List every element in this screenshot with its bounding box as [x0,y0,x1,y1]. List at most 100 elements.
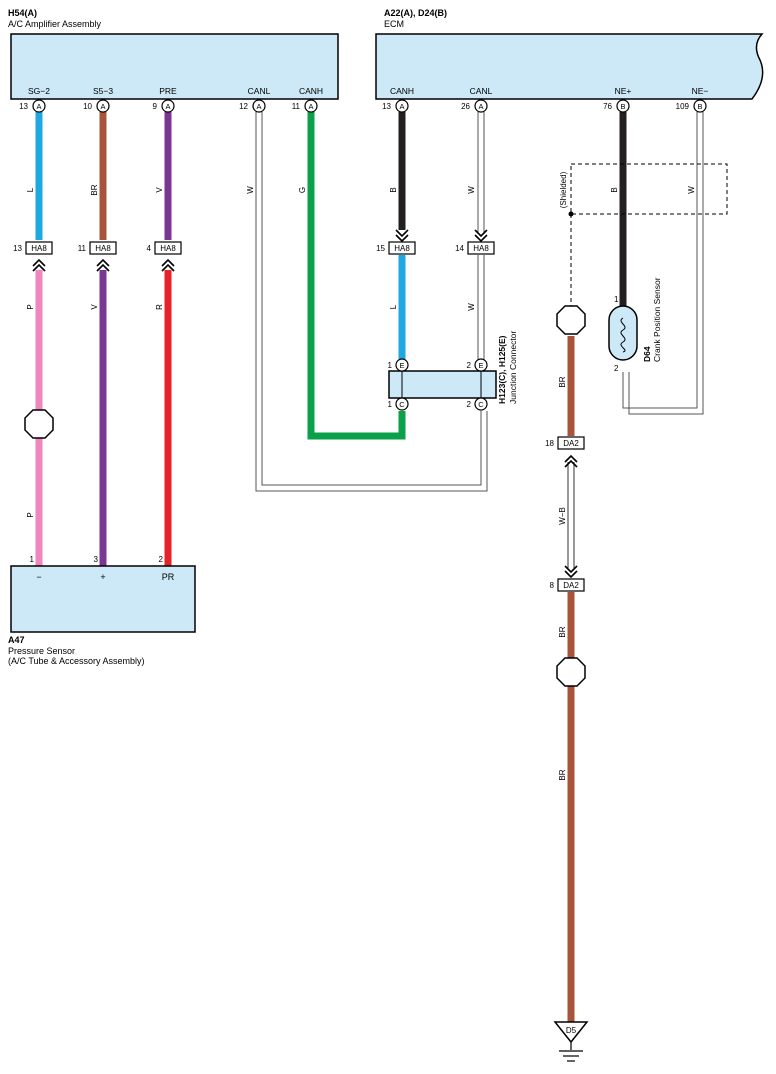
connector-ha8: HA8 14 [455,241,495,255]
svg-text:HA8: HA8 [394,244,410,253]
splice-icon [24,409,54,439]
amp-term-label: SG−2 [28,86,50,96]
amp-term-label: S5−3 [93,86,113,96]
amp-term-label: CANL [248,86,271,96]
wire-label: V [155,187,164,193]
svg-text:13: 13 [13,244,22,253]
ecm-term-label: CANL [470,86,493,96]
connector-arrow-icon [564,565,578,579]
svg-text:B: B [697,102,702,111]
wire-ecm-canl [477,112,485,360]
ecm-term-label: NE− [692,86,709,96]
svg-text:A: A [165,102,170,111]
svg-text:1: 1 [614,295,619,304]
crank-code: D64 [642,346,652,362]
svg-text:2: 2 [467,400,472,409]
svg-text:1: 1 [30,555,35,564]
ecm-terminal: B 109 [676,99,707,113]
svg-text:11: 11 [292,102,301,111]
connector-arrow-icon [161,258,175,272]
svg-text:A: A [36,102,41,111]
wire-color-labels: L P P BR V V R W G B L W W B W BR W−B BR… [26,184,696,780]
connector-arrow-icon [474,229,488,243]
svg-text:−: − [36,572,41,582]
wire-label: W [687,186,696,194]
ground-point: D5 [553,1021,589,1062]
wire-label: R [155,304,164,310]
svg-text:8: 8 [550,581,555,590]
connector-ha8: HA8 13 [13,241,53,255]
sensor-code: A47 [8,635,25,645]
svg-text:DA2: DA2 [563,581,579,590]
amp-terminal: A 10 [83,99,110,113]
svg-text:E: E [399,361,404,370]
terminal-markers: A 13 A 10 A 9 A 12 A 11 A 13 [19,99,707,113]
ecm-term-label: CANH [390,86,414,96]
svg-text:A: A [308,102,313,111]
svg-text:15: 15 [376,244,385,253]
svg-text:HA8: HA8 [31,244,47,253]
svg-text:2: 2 [159,555,164,564]
splice-points [24,305,586,687]
pressure-sensor-body [10,565,196,633]
amp-term-label: PRE [159,86,177,96]
connector-arrow-icon [32,258,46,272]
svg-text:D5: D5 [566,1026,577,1035]
svg-text:HA8: HA8 [473,244,489,253]
svg-text:PR: PR [162,572,175,582]
svg-text:A: A [100,102,105,111]
svg-text:109: 109 [676,102,690,111]
svg-text:A: A [399,102,404,111]
junction-body [388,370,497,399]
junction-code: H123(C), H125(E) [497,335,507,404]
svg-text:2: 2 [614,364,619,373]
wire-label: W [467,186,476,194]
wire-label: W [467,303,476,311]
ecm-name: ECM [384,19,404,29]
crank-sensor-body [608,305,638,361]
junction-name: Junction Connector [508,331,518,404]
wire-label: BR [558,376,567,387]
connector-ha8: HA8 11 [78,241,117,255]
svg-text:A: A [478,102,483,111]
shield-box [570,163,728,215]
wire-label: V [90,304,99,310]
crank-position-sensor: 1 2 D64 Crank Position Sensor [608,277,662,373]
sensor-name: Pressure Sensor [8,646,75,656]
svg-text:13: 13 [19,102,28,111]
wire-label: BR [558,626,567,637]
ecm: A22(A), D24(B) ECM CANH CANL NE+ NE− [375,8,764,100]
wire-ne-minus [622,112,704,415]
ecm-term-label: NE+ [615,86,632,96]
wire-label: L [26,187,35,192]
amp-terminal: A 11 [292,99,318,113]
wire-ground-2 [567,462,575,568]
connector-da2: DA2 18 [545,436,585,450]
wire-label: B [389,187,398,192]
svg-text:1: 1 [388,361,393,370]
amp-body [10,33,339,100]
amp-name: A/C Amplifier Assembly [8,19,102,29]
wires [35,112,704,1022]
splice-icon [556,657,586,687]
svg-text:DA2: DA2 [563,439,579,448]
svg-text:A: A [256,102,261,111]
wire-label: G [298,187,307,193]
shield: (Shielded) [559,163,728,306]
svg-text:10: 10 [83,102,92,111]
wire-label: BR [90,184,99,195]
coil-icon [620,317,626,353]
wire-label: W [246,186,255,194]
amp-code: H54(A) [8,8,37,18]
svg-text:E: E [478,361,483,370]
svg-text:76: 76 [603,102,612,111]
svg-text:13: 13 [382,102,391,111]
wire-label: P [26,512,35,517]
ecm-terminal: A 13 [382,99,409,113]
svg-text:1: 1 [388,400,393,409]
wire-label: BR [558,769,567,780]
amp-terminal: A 9 [153,99,175,113]
wire-label: P [26,304,35,309]
wire-amp-canl [255,112,488,492]
